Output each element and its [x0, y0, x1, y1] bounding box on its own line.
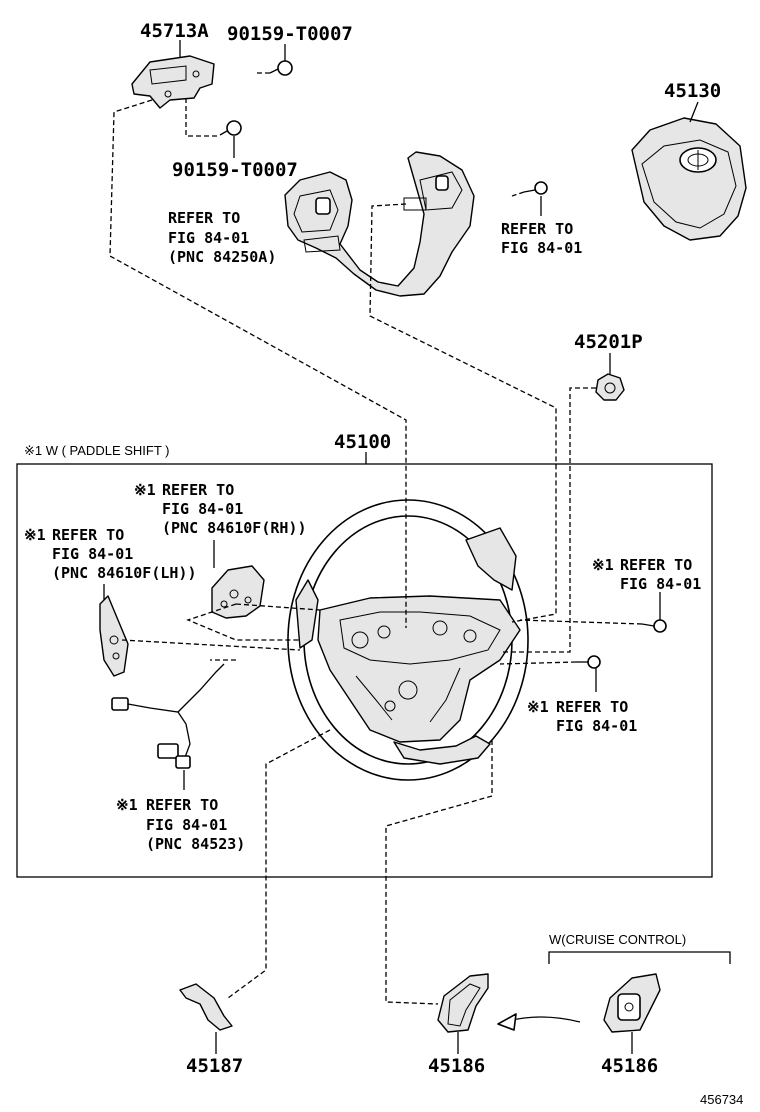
ref-84523-line3: (PNC 84523) — [146, 835, 245, 853]
ref-rh-line2: FIG 84-01 — [162, 500, 243, 518]
part-number-45130: 45130 — [664, 80, 721, 102]
wire-harness-84523-drawing — [111, 663, 225, 769]
part-number-45100: 45100 — [334, 431, 391, 453]
ref-lh-line1: REFER TO — [52, 526, 124, 544]
paddle-shift-group-frame — [16, 463, 713, 878]
screw-90159-lower-drawing — [219, 120, 242, 136]
ref-lh-line3: (PNC 84610F(LH)) — [52, 564, 197, 582]
cover-45186-left-drawing — [437, 973, 489, 1033]
ref-84523-line2: FIG 84-01 — [146, 816, 227, 834]
ref-rh-line1: REFER TO — [162, 481, 234, 499]
condition-cruise-control: W(CRUISE CONTROL) — [549, 932, 686, 947]
nut-45201p-drawing — [595, 373, 625, 401]
ref-right-top-line2: FIG 84-01 — [620, 575, 701, 593]
ref-right-bottom-line1: REFER TO — [556, 698, 628, 716]
ref-pnc84250a-line1: REFER TO — [168, 209, 240, 227]
part-leader-lines — [103, 40, 699, 1054]
steering-pad-drawing — [284, 151, 475, 297]
bracket-45713a-drawing — [131, 55, 215, 109]
ref-pnc84250a-line2: FIG 84-01 — [168, 229, 249, 247]
cover-45187-drawing — [179, 983, 233, 1031]
condition-paddle-shift: ※1 W ( PADDLE SHIFT ) — [24, 443, 169, 458]
ref-upper-right-line1: REFER TO — [501, 220, 573, 238]
ref-84523-mark: ※1 — [116, 796, 138, 814]
assembly-dashed-lines — [109, 72, 643, 1005]
part-number-45186-right: 45186 — [601, 1055, 658, 1077]
part-number-90159-upper: 90159-T0007 — [227, 23, 353, 45]
paddle-switch-rh-drawing — [211, 565, 265, 619]
cover-45186-right-drawing — [603, 973, 661, 1033]
screw-90159-upper-drawing — [269, 60, 293, 76]
cruise-control-bracket — [548, 951, 731, 964]
ref-upper-right-line2: FIG 84-01 — [501, 239, 582, 257]
airbag-45130-drawing — [631, 117, 747, 241]
figure-number: 456734 — [700, 1092, 743, 1107]
screw-upper-right-drawing — [523, 181, 548, 195]
ref-84523-line1: REFER TO — [146, 796, 218, 814]
screw-right-top-drawing — [641, 619, 667, 633]
replacement-arrow — [497, 1013, 581, 1031]
part-number-45201p: 45201P — [574, 331, 643, 353]
screw-right-bottom-drawing — [576, 655, 601, 669]
ref-right-top-mark: ※1 — [592, 556, 614, 574]
steering-wheel-45100-drawing — [287, 499, 529, 781]
part-number-45187: 45187 — [186, 1055, 243, 1077]
ref-pnc84250a-line3: (PNC 84250A) — [168, 248, 276, 266]
ref-lh-mark: ※1 — [24, 526, 46, 544]
ref-rh-mark: ※1 — [134, 481, 156, 499]
paddle-switch-lh-drawing — [99, 595, 129, 677]
ref-right-top-line1: REFER TO — [620, 556, 692, 574]
ref-right-bottom-line2: FIG 84-01 — [556, 717, 637, 735]
ref-right-bottom-mark: ※1 — [527, 698, 549, 716]
ref-rh-line3: (PNC 84610F(RH)) — [162, 519, 307, 537]
ref-lh-line2: FIG 84-01 — [52, 545, 133, 563]
part-number-45186-left: 45186 — [428, 1055, 485, 1077]
part-number-90159-lower: 90159-T0007 — [172, 159, 298, 181]
part-number-45713a: 45713A — [140, 20, 209, 42]
